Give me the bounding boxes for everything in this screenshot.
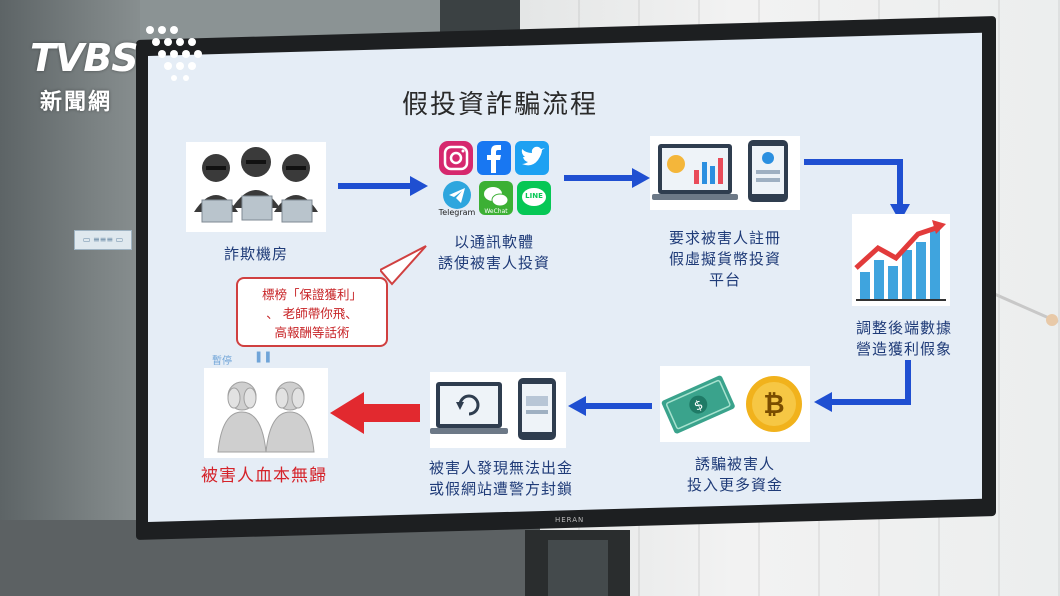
wechat-icon: [479, 181, 513, 215]
pause-icon: ❚❚: [254, 350, 273, 363]
step-label-fake-profit: 調整後端數據 營造獲利假象: [855, 319, 952, 358]
step-label-messaging: 以通訊軟體 誘使被害人投資: [437, 233, 550, 272]
monitor-stand-inner: [548, 540, 608, 596]
arrow-right-1: [338, 176, 428, 196]
arrow-down-left-4: [814, 360, 911, 412]
facebook-icon: [477, 141, 511, 175]
instagram-icon: [439, 141, 473, 175]
telegram-label: Telegram: [438, 208, 476, 217]
slide-title: 假投資詐騙流程: [401, 90, 598, 120]
svg-text:₿: ₿: [763, 390, 784, 420]
line-icon: [517, 181, 551, 215]
twitter-icon: [515, 141, 549, 175]
money-bitcoin-icon: $ ₿: [660, 366, 810, 442]
door-sign: ▭ ≡≡≡ ▭: [74, 230, 132, 250]
arrow-right-down-3: [804, 159, 910, 222]
hackers-icon: [186, 142, 326, 232]
social-apps-group: Telegram WeChat LINE: [434, 140, 554, 220]
wechat-label: WeChat: [484, 208, 508, 215]
monitor-brand: HERAN: [555, 516, 585, 524]
step-label-more-funds: 誘騙被害人 投入更多資金: [686, 455, 783, 494]
arrow-left-red-6: [330, 392, 420, 434]
left-wall: [0, 0, 160, 596]
rising-chart-icon: [852, 214, 950, 306]
laptop-phone-icon: [650, 136, 800, 210]
callout-box: 標榜「保證獲利」 、 老師帶你飛、 高報酬等話術: [236, 277, 388, 347]
tvbs-logo-dots: [146, 26, 202, 81]
despair-figures-icon: [204, 368, 328, 458]
step-label-register: 要求被害人註冊 假虛擬貨幣投資 平台: [668, 229, 781, 289]
callout-pointer: [380, 245, 427, 286]
line-label: LINE: [525, 192, 543, 200]
pause-label: 暫停: [212, 356, 232, 367]
arrow-right-2: [564, 168, 650, 188]
laptop-refresh-phone-icon: [430, 372, 566, 448]
arrow-left-5: [568, 396, 652, 416]
step-label-cannot-withdraw: 被害人發現無法出金 或假網站遭警方封鎖: [428, 459, 573, 498]
step-label-scam-center: 詐欺機房: [223, 245, 288, 263]
tvbs-logo: TVBS: [30, 36, 139, 80]
telegram-icon: [443, 181, 471, 209]
step-label-total-loss: 被害人血本無歸: [201, 466, 327, 486]
tvbs-logo-subtitle: 新聞網: [40, 90, 113, 115]
